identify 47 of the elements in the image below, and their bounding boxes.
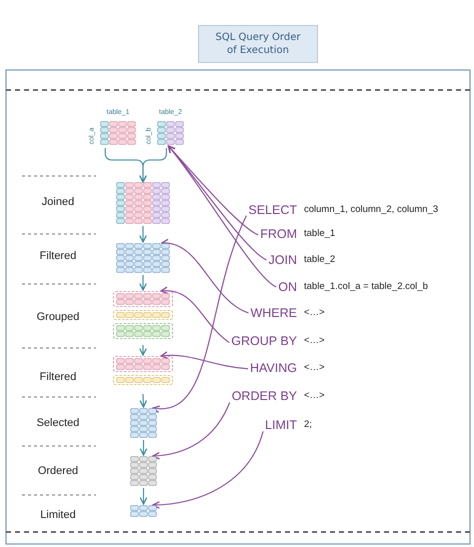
keyword-label: FROM [260,226,297,242]
title-box: SQL Query Order of Execution [198,25,318,63]
arrow [152,402,230,460]
clause-argument: <…> [304,334,325,348]
stage-label: Selected [36,417,80,429]
keyword-label: JOIN [268,252,297,268]
arrow [140,440,148,456]
clause-argument: table_1 [304,227,336,241]
table-grid [130,456,157,486]
table-grid [130,505,157,517]
keyword-label: SELECT [248,202,297,218]
keyword-label: HAVING [250,360,297,376]
arrow [152,215,247,412]
clause-argument: table_1.col_a = table_2.col_b [304,280,428,294]
clause-argument: <…> [304,361,325,375]
keyword-label: WHERE [250,305,297,321]
table-grid [116,182,170,224]
keyword-label: GROUP BY [231,333,297,349]
arrow [139,226,147,243]
arrow [139,345,147,356]
arrow [160,286,230,344]
arrow [168,145,267,260]
arrow [139,394,148,408]
clause-argument: <…> [304,306,325,320]
stage-label: Grouped [36,311,80,323]
stage-label: Filtered [40,250,76,262]
clause-argument: <…> [304,389,325,403]
keyword-label: ORDER BY [232,388,297,404]
clause-argument: column_1, column_2, column_3 [304,203,438,217]
arrow [152,431,264,509]
arrow [161,240,249,314]
clause-argument: 2; [304,418,312,432]
table-grid [130,408,157,438]
arrow [160,352,248,370]
keyword-label: LIMIT [265,417,297,433]
stage-label: Filtered [40,371,76,383]
stage-label: Ordered [38,465,78,477]
stage-label: Joined [42,196,74,208]
stage-label: Limited [40,509,76,521]
arrow [168,145,258,236]
arrow [139,275,147,291]
arrow [140,488,148,505]
keyword-label: ON [278,279,297,295]
arrow [168,145,277,288]
arrow [139,148,167,183]
table-grid [116,243,170,273]
clause-argument: table_2 [304,253,336,267]
